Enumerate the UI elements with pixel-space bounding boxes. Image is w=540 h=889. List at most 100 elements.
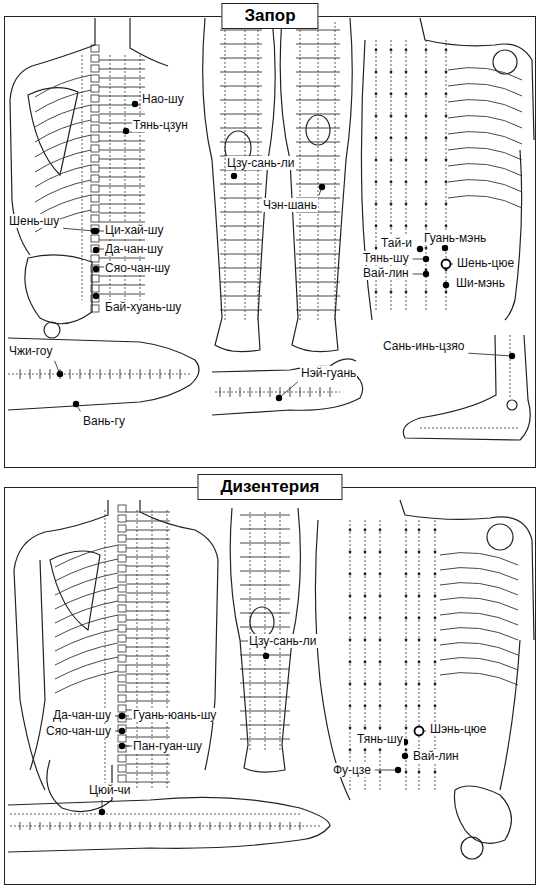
grid-line [240,683,290,684]
grid-line [220,282,262,283]
rib [55,587,118,609]
grid-line [220,212,262,213]
rib [55,629,118,651]
meridian-dot [445,137,448,140]
grid-line [190,822,191,830]
grid-line [99,258,145,259]
leg-outline [203,18,276,352]
rib [55,615,118,637]
grid-line [90,822,91,830]
vertebra [91,105,99,112]
grid-line [99,96,145,97]
grid-line [240,599,290,600]
point-marker [263,653,269,659]
meridian-dot [375,159,378,162]
meridian-dot [405,529,408,532]
grid-line [30,369,31,379]
grid-line [99,213,145,214]
grid-line [225,22,226,320]
panel-heading: Запор [221,3,318,29]
vertebra [91,195,99,202]
meridian-dot [434,705,437,708]
meridian-dot [349,705,352,708]
rib [448,164,522,176]
meridian-dot [445,225,448,228]
grid-line [126,629,170,630]
grid-line [296,142,340,143]
rib [35,90,91,112]
grid-line [20,369,21,379]
point-label: Сяо-чан-шу [45,724,112,738]
meridian-dot [375,181,378,184]
meridian-dot [405,115,408,118]
point-label: Тай-и [380,236,413,250]
vertebra [91,135,99,142]
grid-line [335,22,336,320]
grid-line [330,387,331,397]
pelvis [25,255,92,324]
meridian-dot [425,49,428,52]
vertebra [91,45,99,52]
grid-line [99,69,145,70]
grid-line [240,515,290,516]
grid-line [99,276,145,277]
grid-line [10,826,320,827]
grid-line [99,60,145,61]
grid-line [126,584,170,585]
grid-line [99,195,145,196]
point-label: Чэн-шань [262,198,318,212]
point-marker [395,767,401,773]
grid-line [350,520,351,790]
meridian-dot [425,159,428,162]
meridian-dot [390,49,393,52]
grid-line [220,44,262,45]
grid-line [126,566,170,567]
meridian-dot [405,159,408,162]
grid-line [180,822,181,830]
meridian-dot [418,683,421,686]
meridian-dot [445,71,448,74]
point-label: Гуань-мэнь [423,231,487,245]
grid-line [240,711,290,712]
grid-line [220,296,262,297]
grid-line [220,198,262,199]
point-label: Шень-цюе [456,256,515,270]
leader-line [319,190,321,195]
grid-line [140,369,141,379]
point-marker [423,256,429,262]
grid-line [296,86,340,87]
vertebra [118,635,126,642]
point-label: Да-чан-шу [52,708,112,722]
leader-line [115,716,119,717]
grid-line [99,78,145,79]
grid-line [250,387,251,397]
grid-line [40,822,41,830]
point-marker-open [442,260,451,269]
grid-line [260,387,261,397]
meridian-dot [390,203,393,206]
grid-line [180,369,181,379]
body-outline [500,640,520,790]
meridian-dot [364,749,367,752]
point-label: Чжи-гоу [8,344,53,358]
vertebra [118,705,126,712]
meridian-dot [405,617,408,620]
meridian-dot [375,203,378,206]
grid-line [220,86,262,87]
rib [440,583,518,595]
vertebra [91,275,99,282]
meridian-dot [445,203,448,206]
rib [55,545,118,567]
meridian-dot [349,551,352,554]
meridian-dot [434,683,437,686]
meridian-dot [405,683,408,686]
grid-line [240,613,290,614]
grid-line [10,814,300,815]
meridian-dot [390,159,393,162]
grid-line [50,822,51,830]
grid-line [150,369,151,379]
meridian-dot [418,771,421,774]
vertebra [118,685,126,692]
grid-line [296,128,340,129]
meridian-dot [349,749,352,752]
